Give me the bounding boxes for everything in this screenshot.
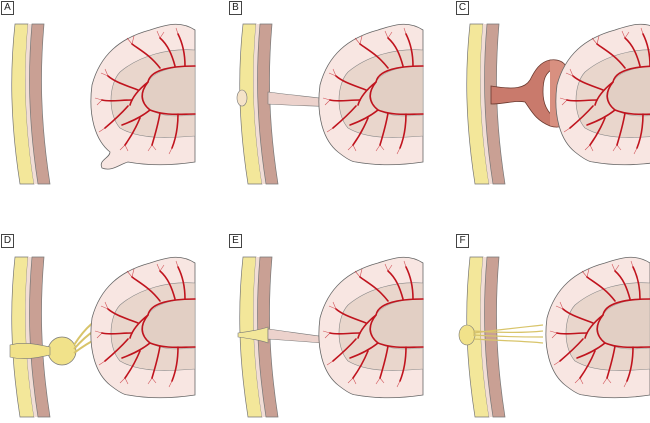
blood-vessels [566,33,650,149]
panel-e-drawing [237,256,424,418]
blood-vessels [329,33,424,149]
vitelline-cyst [47,336,77,366]
panel-f-drawing [458,256,650,418]
panel-d-drawing [9,256,196,418]
meckel-diverticulum [490,59,556,127]
small-vessels [549,260,634,388]
mesentery-lobe [545,256,650,399]
mesentery-lobe [555,23,650,166]
panel-e: E [228,233,428,423]
fibrous-band [472,324,544,344]
umbilical-polyp [458,324,476,346]
abdominal-wall [466,23,506,185]
abdominal-wall [11,23,51,185]
blood-vessels [101,33,196,149]
blood-vessels [329,266,424,382]
mesentery-lobe [318,23,424,166]
abdominal-wall [466,256,506,418]
panel-label: B [229,1,242,15]
panel-d: D [0,233,200,423]
panel-label: A [1,1,14,15]
panel-label: D [1,234,14,248]
mesentery-lobe [318,256,424,399]
small-vessels [322,27,407,155]
panel-f: F [455,233,650,423]
panel-a: A [0,0,200,190]
small-vessels [94,27,179,155]
panel-c: C [455,0,650,190]
blood-vessels [101,266,196,382]
panel-c-drawing [466,23,650,185]
panel-a-drawing [11,23,196,185]
panel-label: C [456,1,469,15]
abdominal-wall [11,256,51,418]
small-vessels [322,260,407,388]
mesentery-lobe [90,256,196,399]
panel-label: E [229,234,242,248]
panel-b: B [228,0,428,190]
small-vessels [94,260,179,388]
panel-b-drawing [236,23,424,185]
panel-label: F [456,234,469,248]
blood-vessels [556,266,650,382]
mesentery-lobe [90,23,196,170]
small-vessels [559,27,644,155]
